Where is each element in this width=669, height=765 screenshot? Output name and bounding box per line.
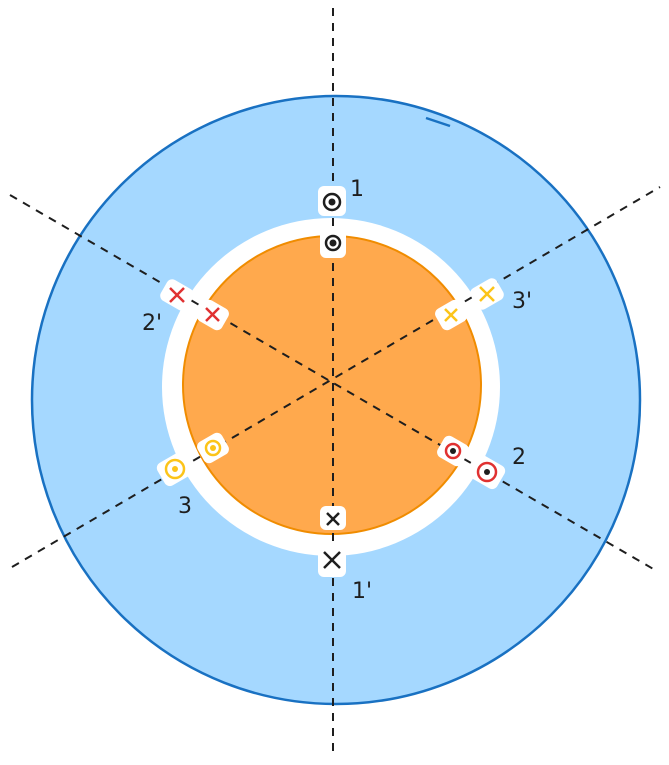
outer-dot-1 <box>322 192 342 212</box>
outer-cross-1-prime <box>323 551 341 569</box>
label-phase-1: 1 <box>350 177 364 202</box>
label-phase-2-prime: 2' <box>142 311 162 336</box>
outer-dot-3 <box>164 458 186 480</box>
outer-cross-3-prime <box>479 286 495 302</box>
label-phase-1-prime: 1' <box>352 579 372 604</box>
axes <box>9 8 661 758</box>
outer-cross-2-prime <box>169 287 185 303</box>
inner-dot-1 <box>324 234 342 252</box>
phase-3-markers <box>164 286 495 480</box>
axis-diagonal-1 <box>9 194 656 571</box>
outer-ring-stroke-tail <box>425 116 451 128</box>
label-phase-3: 3 <box>178 494 192 519</box>
inner-dot-3 <box>204 439 222 457</box>
inner-cross-3-prime <box>444 308 458 322</box>
axis-diagonal-2 <box>11 186 661 568</box>
phase-2-markers <box>169 287 498 483</box>
inner-dot-2 <box>444 442 462 460</box>
label-phase-3-prime: 3' <box>512 289 532 314</box>
outer-dot-2 <box>476 461 498 483</box>
phase-1-markers <box>322 192 342 569</box>
inner-cross-2-prime <box>205 307 220 322</box>
label-phase-2: 2 <box>512 445 526 470</box>
inner-cross-1-prime <box>326 512 340 526</box>
